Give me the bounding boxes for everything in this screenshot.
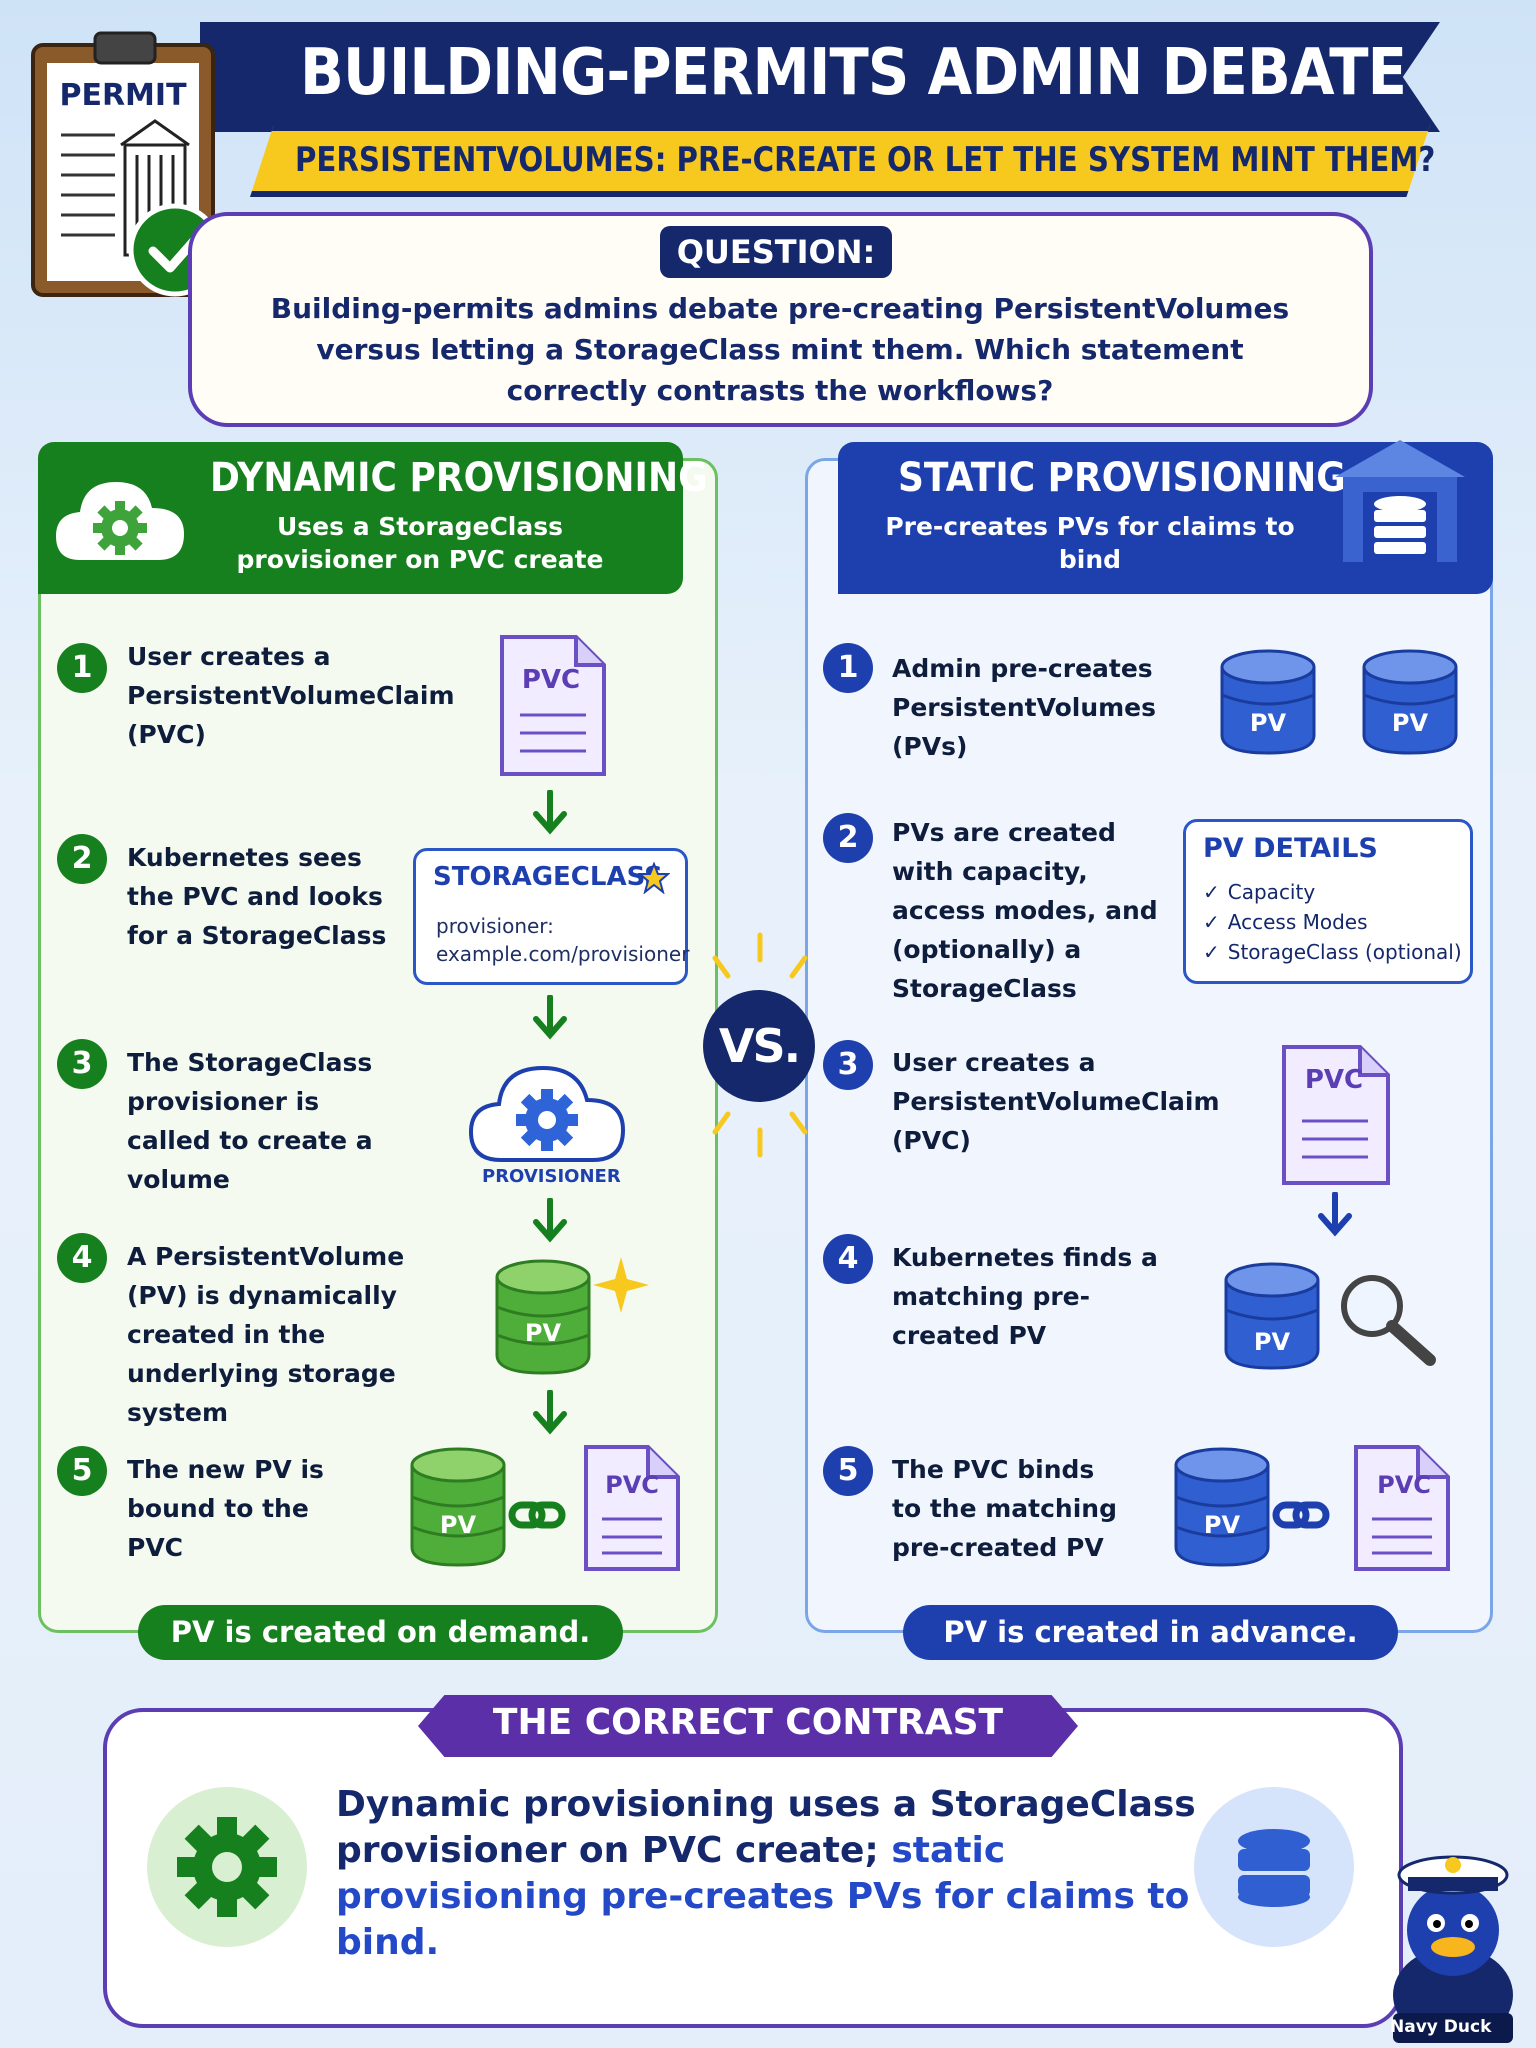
title-banner bbox=[200, 22, 1440, 132]
subtitle-banner bbox=[250, 125, 1430, 197]
contrast-title: THE CORRECT CONTRAST bbox=[492, 1702, 1004, 1743]
static-step-1-number: 1 bbox=[823, 643, 873, 693]
check-icon: ✓ bbox=[1203, 940, 1220, 964]
pvc-label: PVC bbox=[605, 1471, 659, 1499]
static-step-3-text: User creates a PersistentVolumeClaim (PV… bbox=[892, 1048, 1220, 1155]
dynamic-step-3-number: 3 bbox=[57, 1039, 107, 1089]
dynamic-step-2-text: Kubernetes sees the PVC and looks for a … bbox=[127, 843, 387, 950]
pv-label: PV bbox=[1254, 1328, 1291, 1356]
dynamic-step-2-number: 2 bbox=[57, 834, 107, 884]
arrow-down-icon bbox=[533, 790, 567, 835]
static-subtitle: Pre-creates PVs for claims to bind bbox=[885, 512, 1295, 574]
pv-label: PV bbox=[1204, 1511, 1241, 1539]
database-icon bbox=[1194, 1787, 1354, 1947]
arrow-down-icon bbox=[533, 1390, 567, 1435]
storageclass-title: STORAGECLASS bbox=[433, 862, 663, 892]
pvc-label: PVC bbox=[522, 665, 580, 695]
pv-details-item: ✓Capacity bbox=[1203, 880, 1316, 904]
dynamic-footer-pill: PV is created on demand. bbox=[138, 1605, 623, 1660]
pv-details-title: PV DETAILS bbox=[1203, 833, 1378, 864]
vs-badge: VS. bbox=[703, 990, 815, 1102]
static-step-3-number: 3 bbox=[823, 1040, 873, 1090]
contrast-box bbox=[103, 1708, 1403, 2028]
pv-details-card bbox=[1183, 819, 1473, 984]
pv-label: PV bbox=[525, 1319, 562, 1347]
check-icon: ✓ bbox=[1203, 880, 1220, 904]
static-step-4-text: Kubernetes finds a matching pre-created … bbox=[892, 1243, 1158, 1350]
pv-green-cylinder-icon: PV bbox=[495, 1257, 649, 1375]
static-title: STATIC PROVISIONING bbox=[898, 455, 1346, 501]
check-icon: ✓ bbox=[1203, 910, 1220, 934]
cloud-gear-icon bbox=[56, 482, 184, 560]
mascot-label: Navy Duck bbox=[1390, 2017, 1492, 2037]
gear-icon bbox=[147, 1787, 307, 1947]
static-footer-pill: PV is created in advance. bbox=[903, 1605, 1398, 1660]
contrast-banner bbox=[418, 1695, 1078, 1757]
dynamic-subtitle: Uses a StorageClass provisioner on PVC c… bbox=[236, 512, 604, 574]
static-step-2-text: PVs are created with capacity, access mo… bbox=[892, 818, 1158, 1003]
pv-bound-pvc-icon: PV PVC bbox=[1174, 1445, 1450, 1571]
dynamic-step-4-number: 4 bbox=[57, 1233, 107, 1283]
arrow-down-icon bbox=[533, 995, 567, 1040]
pv-details-item: ✓Access Modes bbox=[1203, 910, 1368, 934]
provisioner-label: PROVISIONER bbox=[482, 1166, 621, 1187]
pv-label: PV bbox=[1250, 709, 1287, 737]
clipboard-label: PERMIT bbox=[59, 78, 187, 113]
arrow-down-icon bbox=[533, 1198, 567, 1243]
dynamic-step-5-number: 5 bbox=[57, 1446, 107, 1496]
static-step-4-number: 4 bbox=[823, 1234, 873, 1284]
static-step-5-number: 5 bbox=[823, 1446, 873, 1496]
pvc-label: PVC bbox=[1377, 1471, 1431, 1499]
permit-clipboard-icon: PERMIT bbox=[31, 31, 222, 297]
static-step-2-number: 2 bbox=[823, 813, 873, 863]
pv-search-icon: PV bbox=[1224, 1262, 1436, 1370]
contrast-statement: Dynamic provisioning uses a StorageClass… bbox=[336, 1784, 1196, 1963]
dynamic-step-3-text: The StorageClass provisioner is called t… bbox=[127, 1048, 373, 1194]
vs-rays-icon bbox=[712, 932, 808, 1158]
pvc-label: PVC bbox=[1305, 1065, 1363, 1095]
pv-bound-pvc-icon: PV PVC bbox=[410, 1445, 680, 1571]
storageclass-card bbox=[413, 848, 688, 985]
pvc-document-icon: PVC bbox=[1282, 1045, 1390, 1185]
provisioner-cloud-icon bbox=[468, 1065, 626, 1162]
arrow-down-icon bbox=[1318, 1192, 1352, 1237]
storageclass-provisioner-value: example.com/provisioner bbox=[436, 942, 690, 966]
dynamic-title: DYNAMIC PROVISIONING bbox=[210, 455, 708, 501]
dynamic-step-5-text: The new PV is bound to the PVC bbox=[127, 1455, 324, 1562]
navy-duck-mascot-icon bbox=[1393, 1855, 1513, 2043]
question-text: Building-permits admins debate pre-creat… bbox=[270, 292, 1290, 407]
pv-label: PV bbox=[1392, 709, 1429, 737]
pv-label: PV bbox=[440, 1511, 477, 1539]
dynamic-step-1-number: 1 bbox=[57, 643, 107, 693]
page-title: BUILDING-PERMITS ADMIN DEBATE bbox=[300, 36, 1407, 110]
static-step-5-text: The PVC binds to the matching pre-create… bbox=[892, 1455, 1117, 1562]
storageclass-provisioner-key: provisioner: bbox=[436, 914, 554, 938]
storage-warehouse-icon bbox=[1335, 440, 1465, 562]
page-subtitle: PERSISTENTVOLUMES: PRE-CREATE OR LET THE… bbox=[295, 140, 1436, 180]
question-label: QUESTION: bbox=[660, 226, 892, 278]
star-icon bbox=[638, 862, 670, 894]
pv-details-item: ✓StorageClass (optional) bbox=[1203, 940, 1462, 964]
pv-blue-cylinders-icon: PV PV bbox=[1220, 649, 1458, 755]
static-step-1-text: Admin pre-creates PersistentVolumes (PVs… bbox=[892, 654, 1157, 761]
dynamic-panel bbox=[38, 458, 718, 1633]
dynamic-step-1-text: User creates a PersistentVolumeClaim (PV… bbox=[127, 642, 455, 749]
dynamic-step-4-text: A PersistentVolume (PV) is dynamically c… bbox=[127, 1242, 405, 1427]
pvc-document-icon: PVC bbox=[500, 635, 606, 776]
